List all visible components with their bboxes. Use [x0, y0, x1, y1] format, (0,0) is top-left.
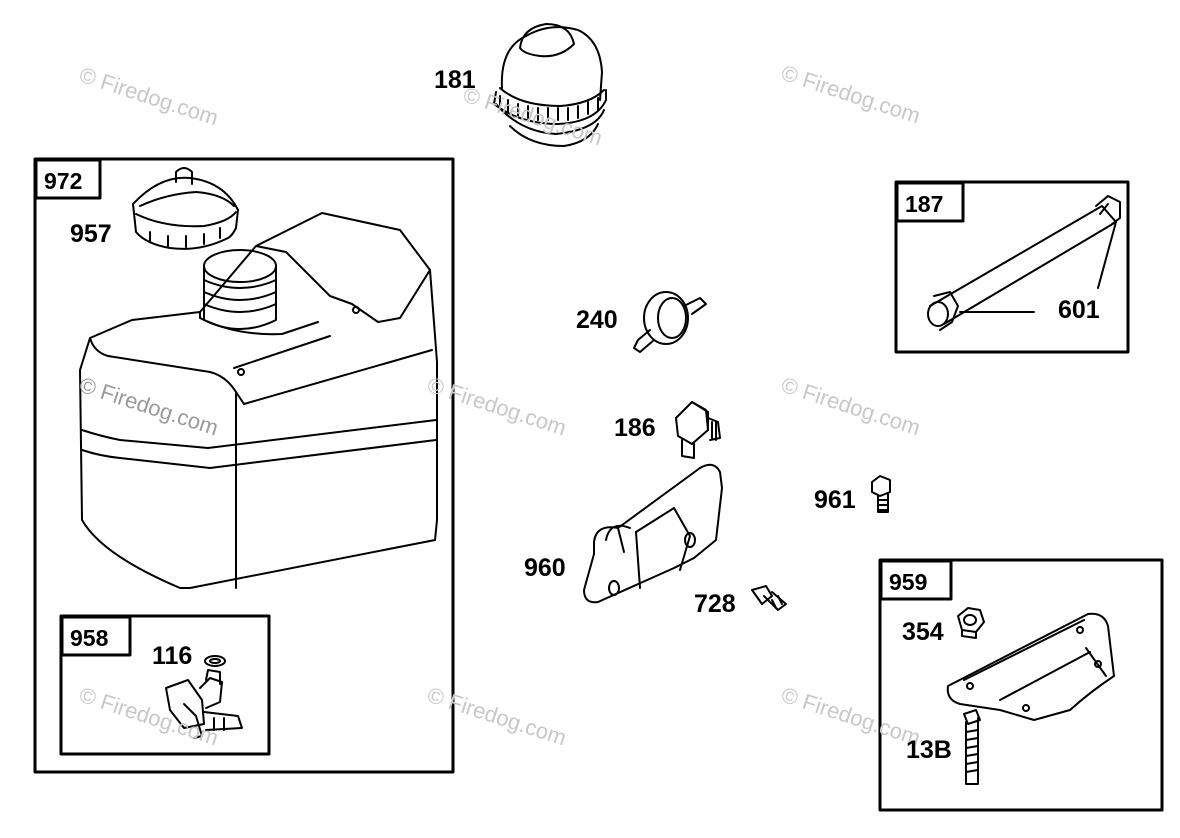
o-ring-icon [204, 655, 226, 667]
frame-187 [894, 180, 1130, 354]
screw-icon [751, 585, 787, 611]
frame-972-label: 972 [44, 168, 83, 194]
shutoff-valve-icon [165, 669, 243, 739]
callout-116: 116 [152, 642, 193, 670]
frame-959-label: 959 [889, 569, 928, 595]
frame-959-tag [879, 559, 953, 601]
callout-601: 601 [1058, 296, 1100, 324]
tank-bracket-icon [583, 463, 723, 604]
elbow-fitting-icon [675, 401, 721, 459]
frame-958 [59, 614, 271, 756]
fuel-cap-icon [132, 167, 239, 250]
frame-958-label: 958 [70, 625, 109, 651]
hex-nut-icon [957, 607, 985, 639]
callout-13b: 13B [906, 736, 952, 764]
leader-601-b [1097, 221, 1117, 289]
fuel-filter-icon [633, 291, 707, 353]
mounting-bracket-icon [946, 612, 1115, 721]
stud-icon [963, 709, 981, 785]
frame-187-tag [895, 181, 965, 223]
frame-972-tag [34, 158, 102, 200]
frame-972 [33, 157, 455, 774]
callout-354: 354 [902, 618, 944, 646]
frame-187-label: 187 [905, 191, 944, 217]
bolt-icon [871, 475, 891, 513]
filler-cap-icon [493, 23, 607, 147]
fuel-line-icon [927, 195, 1121, 331]
frame-958-tag [60, 615, 132, 657]
frame-959 [878, 558, 1164, 812]
fuel-tank-icon [79, 212, 438, 589]
callout-240: 240 [576, 306, 618, 334]
callout-957: 957 [70, 220, 112, 248]
callout-961: 961 [814, 486, 856, 514]
callout-186: 186 [614, 414, 656, 442]
callout-181: 181 [434, 66, 476, 94]
callout-960: 960 [524, 554, 566, 582]
callout-728: 728 [694, 590, 736, 618]
